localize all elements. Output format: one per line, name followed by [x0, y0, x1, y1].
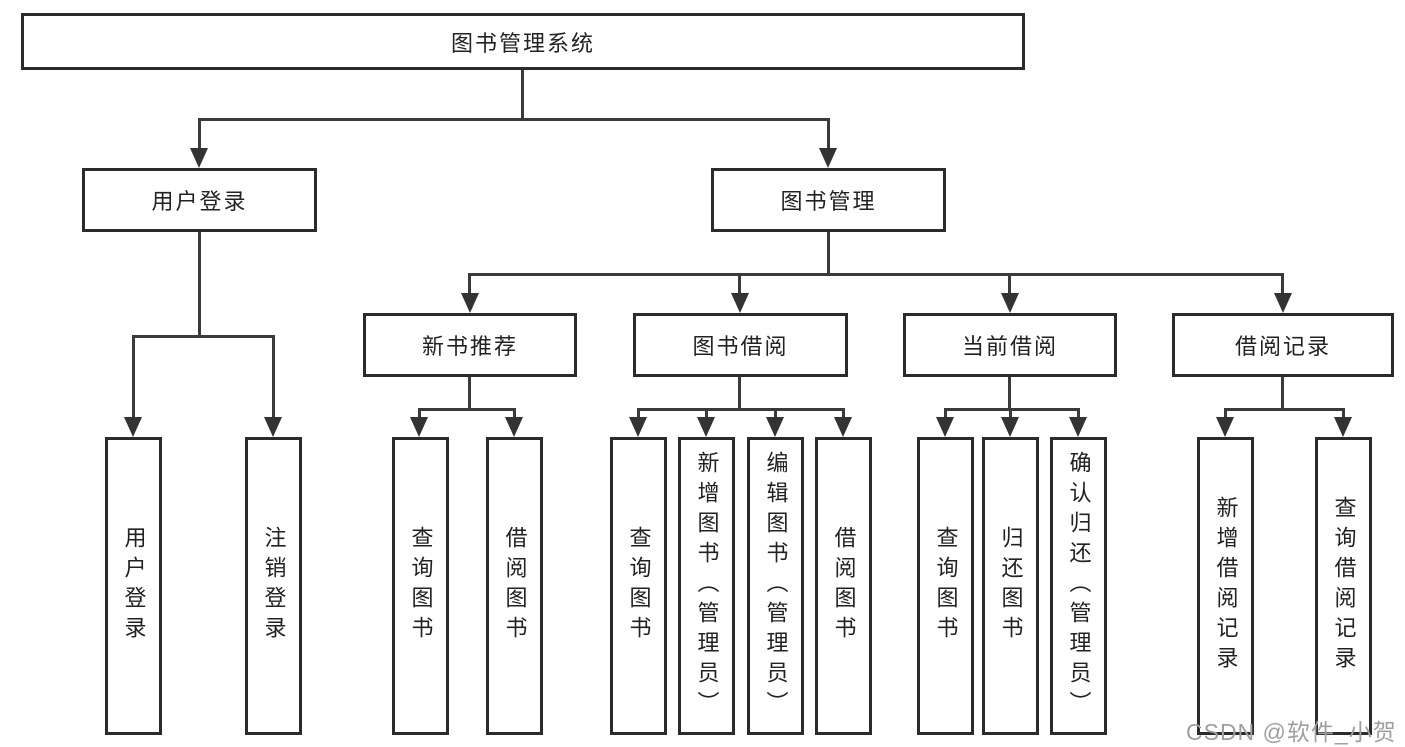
- arrow-down-icon: [731, 293, 749, 313]
- connector-user-login-rail: [132, 335, 275, 338]
- connector-current-borrow-drop: [1008, 377, 1011, 411]
- leaf-bb-add-books-admin: 新增图书（管理员）: [678, 437, 735, 735]
- connector-leaf-stub: [774, 408, 777, 419]
- arrow-down-icon: [1274, 293, 1292, 313]
- connector-leaf-stub: [1342, 408, 1345, 419]
- connector-user-login-drop: [198, 232, 201, 338]
- leaf-bb-edit-books-admin: 编辑图书（管理员）: [747, 437, 804, 735]
- leaf-cb-return-books: 归还图书: [982, 437, 1039, 735]
- arrow-down-icon: [697, 417, 715, 437]
- node-book-management: 图书管理: [711, 168, 946, 232]
- leaf-logout: 注销登录: [245, 437, 302, 735]
- connector-book-mgmt-stub: [827, 118, 830, 150]
- connector-leaf-stub: [1224, 408, 1227, 419]
- connector-book-borrow-drop: [738, 377, 741, 411]
- connector-level2-stub: [738, 273, 741, 297]
- leaf-cb-query-books: 查询图书: [917, 437, 974, 735]
- connector-leaf-stub: [513, 408, 516, 419]
- arrow-down-icon: [834, 417, 852, 437]
- connector-new-book-drop: [468, 377, 471, 411]
- connector-current-borrow-rail: [944, 408, 1080, 411]
- connector-leaf-stub: [132, 335, 135, 419]
- connector-leaf-stub: [1009, 408, 1012, 419]
- connector-leaf-stub: [272, 335, 275, 419]
- connector-user-login-stub: [198, 118, 201, 150]
- csdn-watermark: CSDN @软件_小贺同学: [1186, 719, 1397, 745]
- leaf-user-login: 用户登录: [105, 437, 162, 735]
- node-book-borrowing: 图书借阅: [633, 313, 848, 377]
- connector-level2-stub: [468, 273, 471, 297]
- arrow-down-icon: [264, 417, 282, 437]
- connector-book-borrow-rail: [637, 408, 845, 411]
- node-current-borrowing: 当前借阅: [903, 313, 1117, 377]
- arrow-down-icon: [1069, 417, 1087, 437]
- arrow-down-icon: [410, 417, 428, 437]
- arrow-down-icon: [190, 148, 208, 168]
- node-library-system: 图书管理系统: [21, 13, 1025, 70]
- leaf-bb-borrow-books: 借阅图书: [815, 437, 872, 735]
- leaf-br-query-record: 查询借阅记录: [1315, 437, 1372, 735]
- leaf-nbr-borrow-books: 借阅图书: [486, 437, 543, 735]
- connector-leaf-stub: [842, 408, 845, 419]
- arrow-down-icon: [505, 417, 523, 437]
- node-user-login-group: 用户登录: [82, 168, 317, 232]
- connector-borrow-record-drop: [1281, 377, 1284, 411]
- connector-borrow-record-rail: [1224, 408, 1345, 411]
- connector-root-drop: [521, 69, 524, 121]
- arrow-down-icon: [1334, 417, 1352, 437]
- connector-level1-rail: [198, 118, 830, 121]
- leaf-cb-confirm-return-admin: 确认归还（管理员）: [1050, 437, 1107, 735]
- connector-leaf-stub: [418, 408, 421, 419]
- node-borrowing-records: 借阅记录: [1172, 313, 1394, 377]
- leaf-nbr-query-books: 查询图书: [392, 437, 449, 735]
- arrow-down-icon: [766, 417, 784, 437]
- connector-leaf-stub: [1077, 408, 1080, 419]
- connector-leaf-stub: [944, 408, 947, 419]
- leaf-bb-query-books: 查询图书: [610, 437, 667, 735]
- arrow-down-icon: [819, 148, 837, 168]
- leaf-br-add-record: 新增借阅记录: [1197, 437, 1254, 735]
- connector-level2-stub: [1281, 273, 1284, 297]
- connector-leaf-stub: [637, 408, 640, 419]
- connector-new-book-rail: [418, 408, 516, 411]
- arrow-down-icon: [1001, 293, 1019, 313]
- arrow-down-icon: [936, 417, 954, 437]
- arrow-down-icon: [1216, 417, 1234, 437]
- connector-level2-stub: [1008, 273, 1011, 297]
- connector-book-mgmt-drop: [827, 232, 830, 276]
- node-new-book-recommend: 新书推荐: [363, 313, 577, 377]
- arrow-down-icon: [461, 293, 479, 313]
- connector-leaf-stub: [705, 408, 708, 419]
- arrow-down-icon: [124, 417, 142, 437]
- connector-level2-rail: [468, 273, 1284, 276]
- arrow-down-icon: [1001, 417, 1019, 437]
- arrow-down-icon: [629, 417, 647, 437]
